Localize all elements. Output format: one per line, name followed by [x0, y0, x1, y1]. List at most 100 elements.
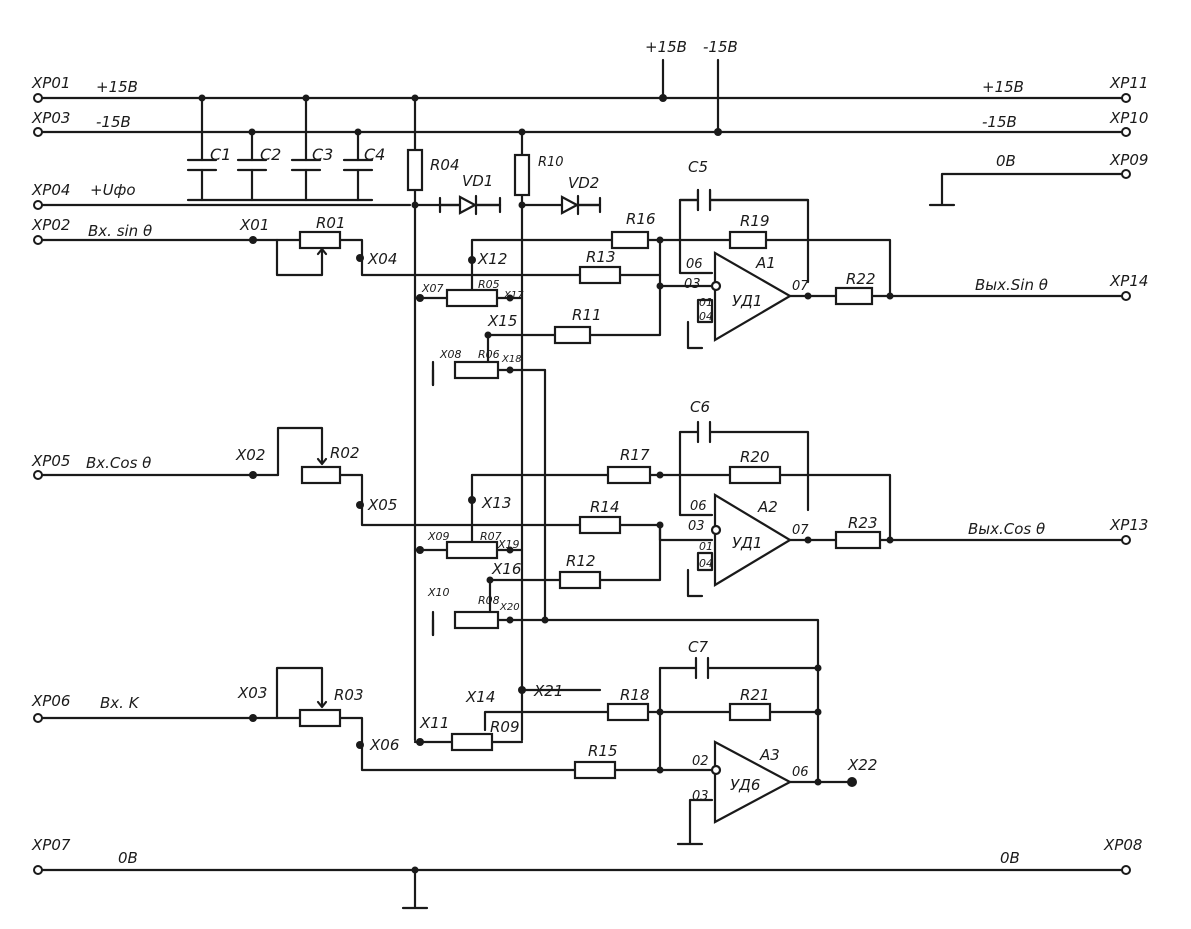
label-r05: R05: [478, 278, 500, 291]
opamp-a1: [713, 251, 793, 342]
label-r20: R20: [740, 448, 770, 466]
label-r04: R04: [430, 156, 460, 174]
pin-a1-06: 06: [686, 257, 703, 272]
potentiometer-r06: [453, 360, 500, 380]
label-x09: X09: [427, 530, 450, 543]
opamp-a3: [713, 740, 793, 824]
pin-a2-07: 07: [792, 523, 809, 538]
junction-dots: [198, 94, 894, 874]
label-r09: R09: [490, 718, 520, 736]
label-x11: X11: [419, 714, 449, 732]
label-xp14: XP14: [1109, 272, 1148, 290]
opamp-a2: [713, 493, 793, 587]
xp06-terminal[interactable]: [33, 713, 43, 723]
resistor-r10: [513, 153, 531, 197]
label-x08: X08: [439, 348, 462, 361]
label-opamp3: УД6: [730, 776, 760, 794]
label-r01: R01: [316, 214, 346, 232]
xp08-terminal[interactable]: [1121, 865, 1131, 875]
xp13-terminal[interactable]: [1121, 535, 1131, 545]
potentiometer-r05: [445, 288, 499, 308]
label-xp08: XP08: [1103, 836, 1142, 854]
label-r02: R02: [330, 444, 360, 462]
resistor-r16: [610, 230, 650, 250]
pin-a2-03: 03: [688, 519, 705, 534]
label-c1: C1: [210, 145, 231, 164]
xp02-terminal[interactable]: [33, 235, 43, 245]
label-xp09: XP09: [1109, 151, 1148, 169]
resistor-r22: [834, 286, 874, 306]
components: [186, 148, 882, 824]
capacitor-c6: [696, 420, 712, 444]
label-x20: X20: [499, 602, 520, 613]
xp09-terminal[interactable]: [1121, 169, 1131, 179]
label-xp03: XP03: [31, 109, 70, 127]
label-m15-right: -15B: [982, 113, 1017, 131]
label-r03: R03: [334, 686, 364, 704]
pin-a2-04: 04: [699, 557, 713, 570]
label-opamp1: УД1: [732, 292, 762, 310]
potentiometer-r03: [298, 708, 342, 728]
label-x05: X05: [367, 496, 397, 514]
label-r07: R07: [480, 530, 502, 543]
label-top-m15: -15B: [703, 38, 738, 56]
xp14-terminal[interactable]: [1121, 291, 1131, 301]
label-m15: -15B: [96, 113, 131, 131]
pin-a3-06: 06: [792, 765, 809, 780]
resistor-r23: [834, 530, 882, 550]
pin-a2-06: 06: [690, 499, 707, 514]
label-x10: X10: [427, 586, 450, 599]
label-r18: R18: [620, 686, 650, 704]
label-r10: R10: [538, 155, 564, 170]
label-c2: C2: [260, 145, 281, 164]
label-x04: X04: [367, 250, 397, 268]
label-ov-xp09: 0B: [996, 152, 1016, 170]
pin-a1-01: 01: [699, 296, 713, 309]
resistor-r11: [553, 325, 592, 345]
label-x14: X14: [465, 688, 495, 706]
xp11-terminal[interactable]: [1121, 93, 1131, 103]
resistor-r15: [573, 760, 617, 780]
xp03-terminal[interactable]: [33, 127, 43, 137]
label-c6: C6: [690, 398, 710, 416]
resistor-r21: [728, 702, 772, 722]
resistor-r20: [728, 465, 782, 485]
label-x13: X13: [481, 494, 511, 512]
resistor-r18: [606, 702, 650, 722]
label-x22: X22: [847, 756, 877, 774]
label-r08: R08: [478, 594, 500, 607]
label-vd1: VD1: [462, 172, 493, 190]
label-p15-right: +15B: [982, 78, 1024, 96]
xp10-terminal[interactable]: [1121, 127, 1131, 137]
capacitor-c7: [694, 656, 710, 680]
resistor-r19: [728, 230, 768, 250]
label-a3: A3: [759, 746, 780, 764]
label-top-p15: +15B: [645, 38, 687, 56]
xp04-terminal[interactable]: [33, 200, 43, 210]
capacitor-c2: [236, 158, 268, 172]
label-x15: X15: [487, 312, 517, 330]
xp01-terminal[interactable]: [33, 93, 43, 103]
pin-a3-03: 03: [692, 789, 709, 804]
label-opamp2: УД1: [732, 534, 762, 552]
label-r16: R16: [626, 210, 656, 228]
label-xp07: XP07: [31, 836, 71, 854]
label-x06: X06: [369, 736, 399, 754]
label-ov-left: 0B: [118, 849, 138, 867]
label-r06: R06: [478, 348, 500, 361]
diode-vd1: [438, 194, 502, 216]
label-x02: X02: [235, 446, 265, 464]
label-in-k: Bx. K: [100, 694, 140, 712]
xp07-terminal[interactable]: [33, 865, 43, 875]
capacitor-c4: [342, 158, 374, 172]
pin-a1-03: 03: [684, 277, 701, 292]
label-x18: X18: [501, 354, 522, 365]
pin-a1-07: 07: [792, 279, 809, 294]
potentiometer-r08: [453, 610, 500, 630]
label-xp06: XP06: [31, 692, 70, 710]
xp05-terminal[interactable]: [33, 470, 43, 480]
label-r15: R15: [588, 742, 618, 760]
label-xp01: XP01: [31, 74, 70, 92]
label-x07: X07: [421, 282, 444, 295]
